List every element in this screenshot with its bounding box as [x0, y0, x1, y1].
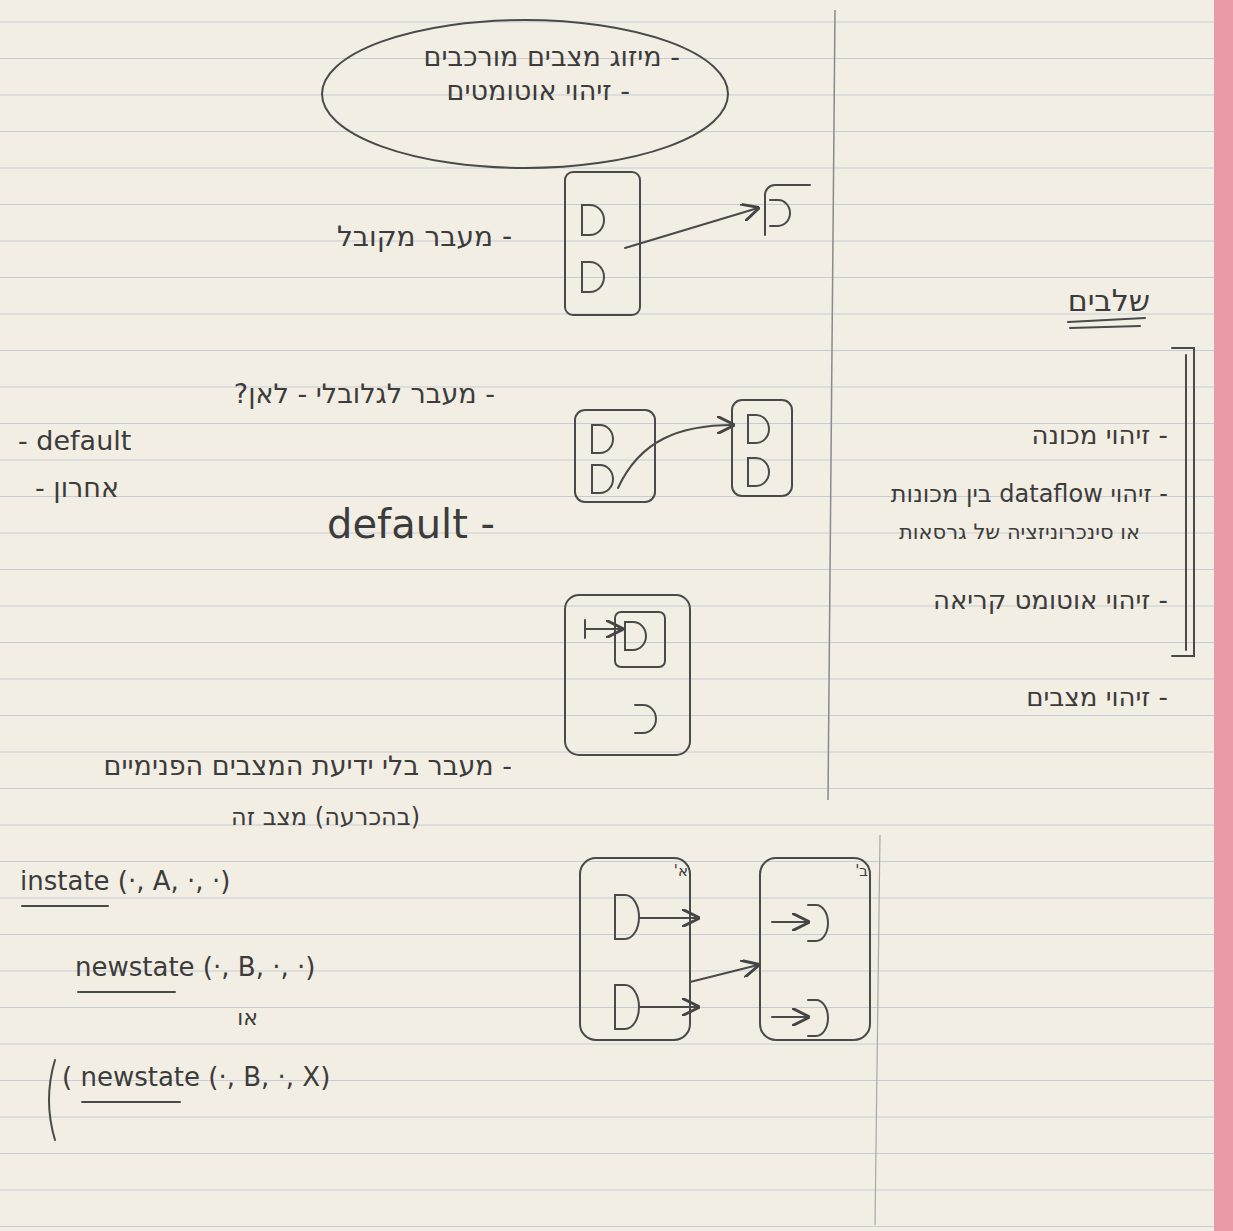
state-symbol: [592, 425, 613, 453]
state-box: [580, 858, 690, 1040]
state-symbol: [582, 205, 604, 235]
ruled-line: [0, 569, 1214, 570]
note-line: (בהכרעה) מצב זה: [231, 803, 420, 832]
state-box: [565, 172, 640, 315]
ruled-line: [0, 1007, 1214, 1008]
state-symbol: [748, 415, 769, 443]
step-item: - זיהוי dataflow בין מכונות: [891, 480, 1168, 509]
oval-outline: [322, 20, 728, 168]
list-item: - default: [18, 425, 131, 457]
ruled-line: [0, 1044, 1214, 1045]
note-line: - מעבר לגלובלי - לאן?: [234, 378, 495, 410]
transition-arrow: [690, 965, 758, 982]
bracket: [1185, 355, 1187, 650]
ruled-line: [0, 642, 1214, 643]
state-symbol: [748, 458, 769, 486]
transition-arrow: [772, 921, 808, 923]
ruled-line: [0, 825, 1214, 826]
ruled-line: [0, 277, 1214, 278]
list-item: - אחרון: [35, 472, 119, 504]
note-line: - default: [327, 500, 495, 548]
ruled-line: [0, 460, 1214, 461]
ruled-line: [0, 131, 1214, 132]
ruled-line: [0, 861, 1214, 862]
ruled-line: [0, 168, 1214, 169]
step-item: או סינכרוניזציה של גרסאות: [899, 520, 1140, 545]
step-item: - זיהוי אוטומט קריאה: [933, 585, 1168, 616]
state-box: [615, 612, 665, 667]
code-call: instate (·, A, ·, ·): [20, 866, 230, 897]
ruled-line: [0, 898, 1214, 899]
ruled-line: [0, 350, 1214, 351]
column-divider: [875, 835, 880, 1225]
note-line: - מיזוג מצבים מורכבים: [370, 40, 680, 74]
box-tag: א': [674, 862, 688, 880]
underline: [82, 1101, 180, 1103]
note-line: - זיהוי אוטומטים: [370, 74, 680, 108]
page-edge: [1214, 0, 1233, 1231]
state-symbol: [625, 622, 646, 650]
ruled-line: [0, 241, 1214, 242]
state-box: [575, 410, 655, 502]
step-item: - זיהוי מצבים: [1026, 682, 1168, 713]
note-line: או: [237, 1005, 258, 1031]
note-line: - מעבר בלי ידיעת המצבים הפנימיים: [104, 750, 512, 782]
transition-arrow: [625, 208, 758, 248]
ruled-line: [0, 1226, 1214, 1227]
state-symbol: [808, 1000, 828, 1036]
state-symbol: [770, 200, 790, 226]
state-symbol: [615, 895, 639, 939]
state-box: [565, 595, 690, 755]
note-line: - מעבר מקובל: [337, 220, 512, 254]
ruled-line: [0, 22, 1214, 23]
ruled-line: [0, 204, 1214, 205]
underline: [1070, 326, 1140, 328]
section-heading: שלבים: [1068, 283, 1150, 319]
ruled-lines: [0, 22, 1214, 1227]
transition-arrow: [640, 917, 698, 919]
underline: [1068, 318, 1145, 322]
state-symbol: [635, 705, 656, 733]
state-box: [765, 185, 810, 235]
bracket: [1172, 348, 1194, 656]
ruled-line: [0, 1153, 1214, 1154]
state-box: [732, 400, 792, 496]
underline: [22, 905, 108, 907]
code-call: newstate (·, B, ·, ·): [75, 952, 315, 983]
bracket: [49, 1060, 55, 1140]
underline: [78, 991, 175, 993]
ruled-line: [0, 679, 1214, 680]
ruled-line: [0, 788, 1214, 789]
column-divider: [828, 10, 835, 800]
transition-arrow: [640, 1006, 698, 1008]
ruled-line: [0, 387, 1214, 388]
transition-arrow: [618, 425, 733, 488]
state-symbol: [615, 985, 639, 1029]
step-item: - זיהוי מכונה: [1032, 420, 1169, 451]
ruled-line: [0, 715, 1214, 716]
ruled-line: [0, 1117, 1214, 1118]
code-call: ( newstate (·, B, ·, X): [62, 1062, 330, 1093]
state-symbol: [808, 905, 828, 941]
ruled-line: [0, 934, 1214, 935]
oval-callout: - מיזוג מצבים מורכבים- זיהוי אוטומטים: [320, 18, 730, 170]
state-box: [760, 858, 870, 1040]
transition-arrow: [772, 1016, 808, 1018]
state-sketches: [22, 172, 1194, 1140]
state-symbol: [582, 262, 604, 292]
box-tag: ב': [855, 862, 868, 880]
state-symbol: [592, 465, 613, 493]
default-arrow: [585, 628, 622, 630]
ruled-line: [0, 1190, 1214, 1191]
